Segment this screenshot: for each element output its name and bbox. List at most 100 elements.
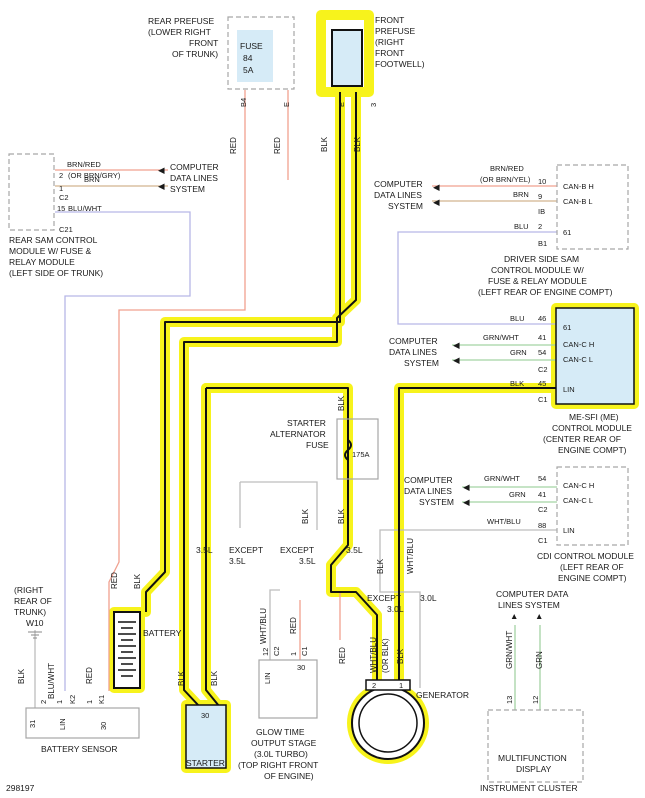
starter-alternator-fuse: 175A STARTER ALTERNATOR FUSE BLK BLK [270,395,379,524]
wire-label-blk-gnd: BLK [17,668,26,684]
driver-sam-label-4: (LEFT REAR OF ENGINE COMPT) [478,287,613,297]
ground-label-2: REAR OF [14,596,52,606]
me-sfi-dest-2: DATA LINES [389,347,437,357]
battery: BATTERY RED BLK [110,572,182,689]
cdi-conn-c2: C2 [538,505,548,514]
wire-label-wht-blu: WHT/BLU [406,538,415,574]
wire-label-blu-wht: BLU/WHT [47,663,56,699]
wire-label-blk-st1: BLK [177,670,186,686]
me-sfi-label-4: ENGINE COMPT) [558,445,627,455]
driver-sam-module: CAN-B H CAN-B L 61 10 9 2 BRN/RED (OR BR… [374,164,629,297]
front-prefuse-label-1: FRONT [375,15,404,25]
wire-label-blk-1: BLK [320,136,329,152]
rear-prefuse-label-3: FRONT [189,38,218,48]
wire-label-blk-st2: BLK [210,670,219,686]
rear-sam-num-2: 2 [59,171,63,180]
driver-sam-dest-3: SYSTEM [388,201,423,211]
rear-sam-dest-1: COMPUTER [170,162,219,172]
cdi-dest-3: SYSTEM [419,497,454,507]
rear-prefuse-label-1: REAR PREFUSE [148,16,214,26]
wire-label-blk-2: BLK [353,136,362,152]
gen-pin-2: 2 [372,681,376,690]
hl-lin-me [394,383,561,693]
front-prefuse-label-3: (RIGHT [375,37,404,47]
splice-mid-1: EXCEPT [280,545,314,555]
glow-label-5: OF ENGINE) [264,771,314,781]
wire-label-red-bat: RED [110,572,119,589]
ground-id: W10 [26,618,44,628]
me-sfi-conn-c1: C1 [538,395,548,404]
splice-right-1: EXCEPT [367,593,401,603]
splice-right-3: 3.0L [420,593,437,603]
rear-sam-dest-3: SYSTEM [170,184,205,194]
cdi-wire-1: GRN/WHT [484,474,520,483]
me-sfi-label-3: (CENTER REAR OF [543,434,621,444]
driver-sam-label-3: FUSE & RELAY MODULE [488,276,587,286]
driver-sam-conn-b1: B1 [538,239,547,248]
glow-label-3: (3.0L TURBO) [254,749,308,759]
front-prefuse-label-2: PREFUSE [375,26,415,36]
arrow-icon: ◀ [433,182,440,192]
rear-sam-label-4: (LEFT SIDE OF TRUNK) [9,268,103,278]
ground-label-1: (RIGHT [14,585,43,595]
front-prefuse-label-5: FOOTWELL) [375,59,425,69]
cdi-wire-2: GRN [509,490,526,499]
wire-label-gen-2: (OR BLK) [381,638,390,673]
rear-sam-num-1: 1 [59,184,63,193]
cdi-num-88: 88 [538,521,546,530]
starter-label: STARTER [186,758,225,768]
bs-pin-31: 31 [28,720,37,728]
rear-sam-conn-c2: C2 [59,193,69,202]
arrow-icon: ◀ [463,497,470,507]
wire-label-red-1: RED [229,137,238,154]
driver-sam-conn-ib: IB [538,207,545,216]
splice-labels: 3.5L EXCEPT 3.5L EXCEPT 3.5L 3.5L EXCEPT… [196,508,437,614]
bs-pin-lin: LIN [58,718,67,730]
driver-sam-num-10: 10 [538,177,546,186]
cdi-canch: CAN-C H [563,481,594,490]
me-sfi-cancl: CAN-C L [563,355,593,364]
driver-sam-61: 61 [563,228,571,237]
wire-label-blk-bat: BLK [133,573,142,589]
me-sfi-dest-1: COMPUTER [389,336,438,346]
pin-e: E [282,102,291,107]
driver-sam-num-9: 9 [538,192,542,201]
front-prefuse: FRONT PREFUSE (RIGHT FRONT FOOTWELL) E 3 [331,15,425,107]
battery-sensor: 31 LIN 30 2 1 K2 1 K1 BATTERY SENSOR [25,695,140,754]
wire-label-blk-fuse: BLK [337,395,346,411]
rear-prefuse-label-2: (LOWER RIGHT [148,27,211,37]
bs-num-1b: 1 [85,700,94,704]
me-sfi-conn-c2: C2 [538,365,548,374]
ground-label-3: TRUNK) [14,607,46,617]
me-sfi-wire-2: GRN/WHT [483,333,519,342]
wire-label-blk-gen: BLK [396,648,405,664]
rear-sam-module: BRN/RED 2 (OR BRN/GRY) 1 BRN C2 15 BLU/W… [8,153,219,278]
rear-prefuse: FUSE 84 5A REAR PREFUSE (LOWER RIGHT FRO… [148,16,295,107]
splice-left-3: 3.5L [229,556,246,566]
me-sfi-wire-4: BLK [510,379,524,388]
instrument-cluster: COMPUTER DATA LINES SYSTEM ▲ ▲ GRN/WHT G… [480,589,584,793]
glow-time-output-stage: LIN 30 12 C2 1 C1 GLOW TIME OUTPUT STAGE… [238,608,347,781]
driver-sam-canbh: CAN-B H [563,182,594,191]
starter: 30 STARTER BLK BLK [177,670,227,769]
cluster-dest-2: LINES SYSTEM [498,600,560,610]
glow-num-1: 1 [289,652,298,656]
cdi-label-1: CDI CONTROL MODULE [537,551,634,561]
glow-conn-c1: C1 [300,646,309,656]
arrow-icon: ◀ [463,482,470,492]
fuse-rating-175a: 175A [352,450,370,459]
cdi-module: CAN-C H CAN-C L LIN 54 41 88 GRN/WHT GRN… [404,466,634,583]
pin-b4: B4 [239,98,248,107]
wire-label-red-gen: RED [338,647,347,664]
wire-label-grn-ic: GRN [535,651,544,669]
starter-fuse-label-1: STARTER [287,418,326,428]
ground-w10: (RIGHT REAR OF TRUNK) W10 BLK BLU/WHT RE… [14,585,94,699]
bs-num-1: 1 [55,700,64,704]
glow-label-4: (TOP RIGHT FRONT [238,760,318,770]
me-sfi-module: 61 CAN-C H CAN-C L LIN 46 41 54 45 BLU G… [389,307,635,455]
driver-sam-wire-2: BRN [513,190,529,199]
arrow-icon: ▲ [510,611,518,621]
driver-sam-label-1: DRIVER SIDE SAM [504,254,579,264]
driver-sam-dest-2: DATA LINES [374,190,422,200]
